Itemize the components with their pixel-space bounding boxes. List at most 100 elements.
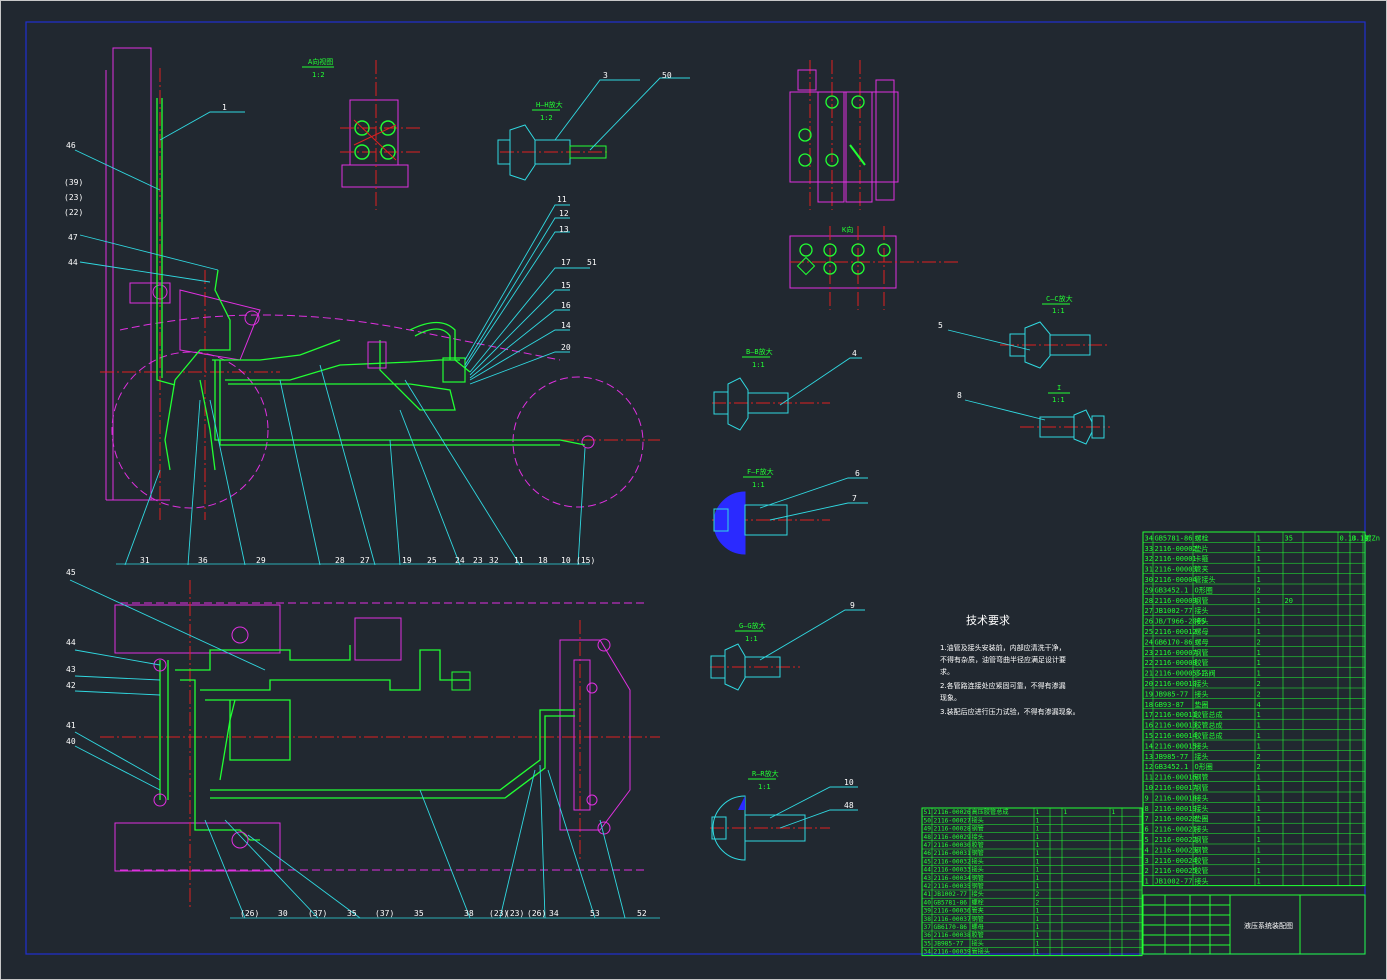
parts-right-cell: 35 (1285, 534, 1293, 542)
parts-left-cell: 1 (1036, 883, 1040, 890)
parts-left-cell: 1 (1036, 809, 1040, 816)
parts-right-cell: 接头 (1195, 804, 1209, 813)
parts-left-cell: 接头 (972, 833, 984, 841)
parts-right-cell: 1 (1257, 815, 1261, 823)
parts-right-cell: 胶管 (1195, 658, 1209, 667)
parts-right-cell: 27 (1145, 607, 1153, 615)
callout-r-9: 9 (850, 601, 855, 610)
parts-right-cell: 1 (1257, 836, 1261, 844)
callout-47: 47 (68, 233, 78, 242)
callout-c-34: 34 (549, 909, 559, 918)
parts-right-cell: 1 (1257, 618, 1261, 626)
parts-right-cell: 管接头 (1195, 575, 1216, 584)
parts-right-cell: 1 (1257, 794, 1261, 802)
side-view (100, 47, 660, 520)
view-b-scale: 1:1 (752, 361, 765, 369)
callout-c-37a: (37) (308, 909, 327, 918)
parts-right-cell: 卡箍 (1195, 554, 1209, 563)
callout-c-30: 30 (278, 909, 288, 918)
parts-right-cell: 2 (1145, 867, 1149, 875)
parts-right-cell: 螺母 (1195, 637, 1209, 646)
parts-right-cell: 镀Zn (1365, 533, 1380, 542)
parts-right-cell: 接头 (1195, 689, 1209, 698)
callout-c-23b: (23) (505, 909, 524, 918)
tech-requirements: 技术要求 1.油管及接头安装前，内部应清洗干净， 不得有杂质，油管弯曲半径应满足… (940, 614, 1080, 716)
parts-right-cell: JB985-77 (1155, 753, 1189, 761)
callouts: 1 3 50 46 47 44 11 12 13 17 51 15 16 14 … (64, 71, 962, 918)
parts-right-cell: 接头 (1195, 877, 1209, 886)
rear-wheel-outline (111, 351, 269, 509)
parts-left-cell: 2116-00038 (934, 932, 972, 939)
parts-right-cell: 管夹 (1195, 565, 1209, 574)
parts-right-cell: 1 (1257, 826, 1261, 834)
parts-left-cell: 2 (1036, 899, 1040, 906)
parts-right-cell: O形圈 (1195, 586, 1213, 594)
parts-right-cell: 钢管 (1195, 835, 1209, 844)
parts-left-cell: GB6170-86 (934, 924, 968, 931)
parts-right-cell: 8 (1145, 805, 1149, 813)
parts-right-cell: 垫片 (1195, 544, 1209, 553)
callout-b-10: 10 (561, 556, 571, 565)
parts-right-cell: 1 (1257, 722, 1261, 730)
parts-left-cell: 2 (1036, 891, 1040, 898)
parts-right-cell: 钢管 (1195, 648, 1209, 657)
parts-right-cell: O形圈 (1195, 763, 1213, 771)
view-k: K向 (789, 60, 960, 310)
parts-left-cell: 48 (924, 834, 932, 841)
parts-right-cell: 14 (1145, 742, 1153, 750)
callout-c-52: 52 (637, 909, 647, 918)
parts-right-cell: 1 (1257, 649, 1261, 657)
view-k-title: K向 (842, 225, 853, 234)
drawing-frame (25, 21, 1366, 955)
parts-right-cell: 2 (1257, 690, 1261, 698)
tech-requirements-title: 技术要求 (966, 614, 1010, 627)
parts-left-cell: 2116-00028 (934, 826, 972, 833)
view-h: H—H放大 1:2 (497, 100, 610, 181)
parts-left-cell: 管接头 (972, 948, 991, 956)
parts-right-cell: 3 (1145, 857, 1149, 865)
view-f-scale: 1:1 (752, 481, 765, 489)
parts-right-cell: JB985-77 (1155, 690, 1189, 698)
parts-left-cell: 39 (924, 908, 932, 915)
parts-right-cell: 7 (1145, 815, 1149, 823)
callout-40: 40 (66, 737, 76, 746)
parts-right-cell: 1 (1257, 670, 1261, 678)
callout-r-7: 7 (852, 494, 857, 503)
parts-right-cell: 接头 (1195, 617, 1209, 626)
parts-left-cell: 钢管 (972, 874, 984, 882)
view-a-title: A向视图 (308, 57, 333, 66)
parts-right-cell: 34 (1145, 534, 1153, 542)
callout-c-23a: (23) (489, 909, 508, 918)
parts-right-cell: 胶管 (1195, 856, 1209, 865)
parts-left-cell: 1 (1036, 875, 1040, 882)
side-label-39: (39) (64, 178, 83, 187)
parts-right-cell: 1 (1257, 597, 1261, 605)
parts-left-cell: 1 (1036, 916, 1040, 923)
parts-right-cell: 2116-00020 (1155, 815, 1197, 823)
mast-outline (112, 47, 152, 501)
view-b-title: B—B放大 (746, 347, 773, 356)
parts-right-cell: 2 (1257, 586, 1261, 594)
tech-req-line-1: 1.油管及接头安装前，内部应清洗干净， (940, 643, 1066, 652)
parts-right-cell: GB6170-86 (1155, 638, 1193, 646)
parts-left-cell: GB5781-86 (934, 899, 968, 906)
callout-45: 45 (66, 568, 76, 577)
parts-left-cell: 2116-00026 (934, 809, 972, 816)
parts-right-cell: 1 (1257, 784, 1261, 792)
parts-right-cell: 1 (1257, 867, 1261, 875)
parts-left-cell: 37 (924, 924, 932, 931)
parts-left-cell: 42 (924, 883, 932, 890)
callout-c-26b: (26) (527, 909, 546, 918)
parts-right-cell: 2116-00004 (1155, 576, 1197, 584)
parts-right-cell: 22 (1145, 659, 1153, 667)
parts-right-cell: 16 (1145, 722, 1153, 730)
parts-left-cell: 45 (924, 858, 932, 865)
callout-c-38: 38 (464, 909, 474, 918)
parts-left-cell: JB985-77 (934, 940, 964, 947)
parts-left-cell: 2116-00033 (934, 867, 972, 874)
parts-right-cell: 钢管 (1195, 783, 1209, 792)
parts-left-cell: 螺母 (972, 923, 984, 931)
parts-left-cell: 47 (924, 842, 932, 849)
view-i-title: I (1057, 384, 1061, 392)
